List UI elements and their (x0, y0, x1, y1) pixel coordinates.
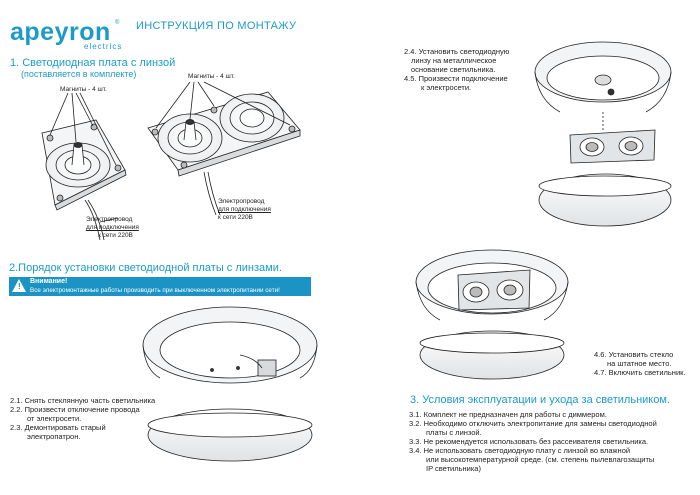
section2-title: 2.Порядок установки светодиодной платы с… (9, 262, 282, 274)
wire-left-line3: к сети 220В (98, 232, 133, 239)
step-2-2-cont: от электросети. (27, 414, 82, 423)
item-3-4: 3.4. Не использовать светодиодную плату … (409, 446, 631, 455)
led-board-single (41, 92, 127, 241)
warning-exclamation: ! (18, 282, 21, 291)
step-4-7: 4.7. Включить светильник. (594, 368, 686, 377)
step24-text: 2.4. Установить светодиодную линзу на ме… (404, 47, 509, 92)
step-2-4-line2: линзу на металлическое (411, 56, 497, 65)
step-4-5-line2: к электросети. (421, 83, 472, 92)
step-4-5: 4.5. Произвести подключение (404, 74, 508, 83)
brand-logo: apeyron (10, 18, 111, 46)
warning-icon (12, 279, 26, 292)
warning-banner: ! Внимание! Все электромонтажные работы … (9, 277, 311, 296)
wire-left-line2: для подключения (86, 224, 139, 231)
step46-text: 4.6. Установить стекло на штатное место.… (594, 350, 686, 377)
wire-right-line1: Электропровод (218, 198, 265, 205)
step-2-1: 2.1. Снять стеклянную часть светильника (10, 396, 156, 405)
wire-label-right: Электропровод для подключения к сети 220… (218, 198, 271, 222)
item-3-4-line2: или высокотемпературной среде. (см. степ… (426, 455, 655, 464)
magnets-label-right: Магниты - 4 шт. (188, 73, 235, 80)
magnets-label-left: Магниты - 4 шт. (60, 86, 107, 93)
step-2-3: 2.3. Демонтировать старый (10, 423, 106, 432)
step-2-3-cont: электропатрон. (27, 432, 81, 441)
wire-label-left: Электропровод для подключения к сети 220… (86, 216, 139, 240)
wire-right-line3: к сети 220В (218, 214, 253, 221)
led-board-double (147, 81, 301, 216)
item-3-3: 3.3. Не рекомендуется использовать без р… (409, 437, 649, 446)
item-3-2-cont: платы с линзой. (426, 428, 482, 437)
fixture-removal (142, 306, 318, 462)
step-2-4: 2.4. Установить светодиодную (404, 47, 510, 56)
page-title: ИНСТРУКЦИЯ ПО МОНТАЖУ (136, 20, 297, 32)
item-3-4-line3: IP светильника) (426, 464, 481, 473)
item-3-2: 3.2. Необходимо отключить электропитание… (409, 419, 657, 428)
section3-title: 3. Условия эксплуатации и ухода за свети… (410, 394, 670, 406)
registered-mark: ® (115, 20, 120, 26)
warning-text: Все электромонтажные работы производить … (30, 287, 280, 294)
warning-title: Внимание! (30, 278, 68, 285)
fixture-install-glass (415, 249, 569, 380)
wire-left-line1: Электропровод (86, 216, 133, 223)
wire-right-line2: для подключения (218, 206, 271, 213)
brand-subtitle: electrics (84, 42, 123, 51)
step-4-6: 4.6. Установить стекло (594, 350, 674, 359)
section1-subtitle: (поставляется в комплекте) (21, 69, 137, 79)
step-2-2: 2.2. Произвести отключение провода (10, 405, 140, 414)
fixture-install-board (534, 41, 672, 227)
step-4-6-line2: на штатное место. (607, 359, 672, 368)
section3-items: 3.1. Комплект не предназначен для работы… (409, 410, 657, 473)
section1-title: 1. Светодиодная плата с линзой (10, 57, 176, 69)
item-3-1: 3.1. Комплект не предназначен для работы… (409, 410, 607, 419)
step-2-4-line3: основание светильника. (411, 65, 496, 74)
section2-steps: 2.1. Снять стеклянную часть светильника … (10, 396, 155, 441)
